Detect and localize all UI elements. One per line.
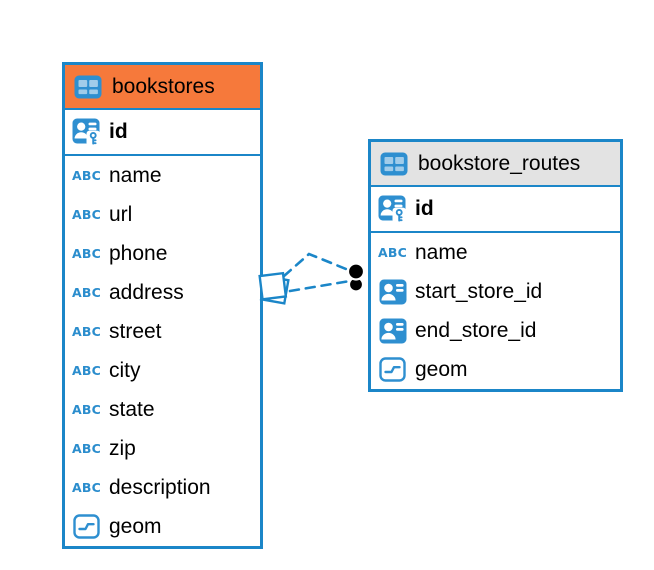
table-node-bookstores[interactable]: bookstores id ABC name ABC url ABC phone… [62, 62, 263, 549]
column-row[interactable]: ABC street [65, 312, 260, 351]
column-row[interactable]: start_store_id [371, 272, 620, 311]
text-type-icon: ABC [378, 245, 407, 260]
column-name: state [109, 397, 155, 421]
primary-key-row[interactable]: id [65, 110, 260, 156]
column-name: geom [415, 357, 468, 381]
column-name: city [109, 358, 141, 382]
column-row[interactable]: geom [65, 507, 260, 546]
column-name: description [109, 475, 211, 499]
column-name: name [415, 240, 468, 264]
text-type-icon: ABC [72, 363, 101, 378]
text-type-icon: ABC [72, 207, 101, 222]
primary-key-row[interactable]: id [371, 187, 620, 233]
text-type-icon: ABC [72, 402, 101, 417]
table-columns: id ABC name ABC url ABC phone ABC addres… [65, 110, 260, 546]
column-name: start_store_id [415, 279, 543, 303]
text-type-icon: ABC [72, 285, 101, 300]
relationship-line-lower[interactable] [288, 279, 352, 293]
text-type-icon: ABC [72, 168, 101, 183]
table-icon [378, 152, 409, 176]
column-row[interactable]: ABC name [65, 156, 260, 195]
table-icon [72, 75, 103, 99]
text-type-icon: ABC [72, 441, 101, 456]
column-row[interactable]: ABC state [65, 390, 260, 429]
table-header[interactable]: bookstores [65, 65, 260, 110]
text-type-icon: ABC [72, 324, 101, 339]
table-name: bookstore_routes [418, 151, 581, 175]
primary-key-icon [71, 118, 102, 146]
geometry-type-icon [71, 514, 102, 539]
column-name: zip [109, 436, 136, 460]
dot-marker[interactable] [346, 262, 366, 293]
table-name: bookstores [112, 74, 215, 98]
diamond-marker[interactable] [258, 271, 290, 305]
column-row[interactable]: ABC description [65, 468, 260, 507]
text-type-icon: ABC [72, 480, 101, 495]
text-type-icon: ABC [72, 246, 101, 261]
table-columns: id ABC name start_store_id end_store_id … [371, 187, 620, 389]
foreign-key-icon [377, 279, 408, 305]
column-row[interactable]: ABC zip [65, 429, 260, 468]
column-name: id [109, 120, 128, 143]
column-row[interactable]: ABC phone [65, 234, 260, 273]
relationship-line-upper[interactable] [282, 252, 353, 278]
geometry-type-icon [377, 357, 408, 382]
column-name: id [415, 197, 434, 220]
column-row[interactable]: ABC address [65, 273, 260, 312]
table-node-bookstore_routes[interactable]: bookstore_routes id ABC name start_store… [368, 139, 623, 392]
column-name: end_store_id [415, 318, 537, 342]
relationship-bookstores-to-routes[interactable] [258, 252, 366, 305]
primary-key-icon [377, 195, 408, 223]
column-name: street [109, 319, 162, 343]
column-name: phone [109, 241, 168, 265]
column-row[interactable]: ABC name [371, 233, 620, 272]
column-name: name [109, 163, 162, 187]
column-name: url [109, 202, 133, 226]
table-header[interactable]: bookstore_routes [371, 142, 620, 187]
column-row[interactable]: end_store_id [371, 311, 620, 350]
foreign-key-icon [377, 318, 408, 344]
column-row[interactable]: ABC url [65, 195, 260, 234]
column-row[interactable]: geom [371, 350, 620, 389]
column-name: geom [109, 514, 162, 538]
column-name: address [109, 280, 184, 304]
column-row[interactable]: ABC city [65, 351, 260, 390]
